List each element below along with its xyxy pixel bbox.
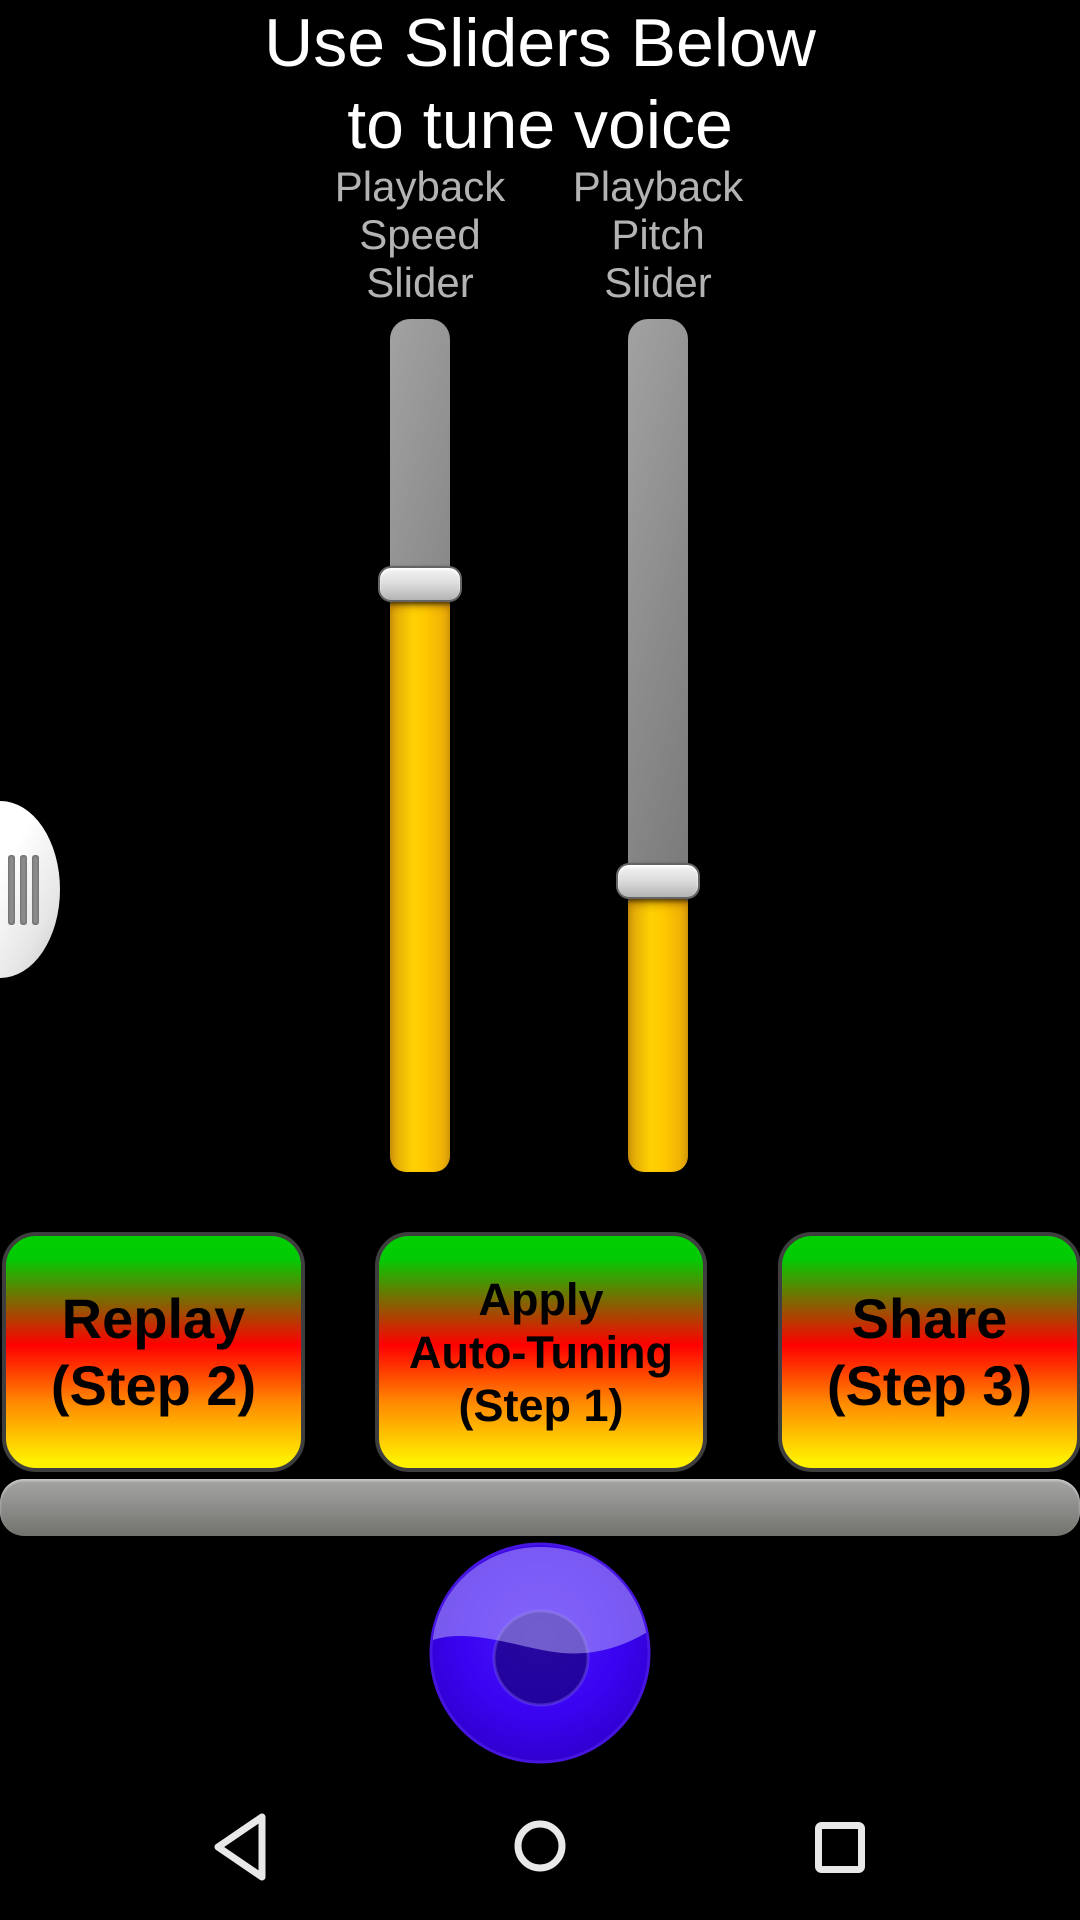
- apply-button-line3: (Step 1): [458, 1379, 624, 1431]
- drawer-grip-icon: [8, 855, 15, 925]
- nav-recents-icon[interactable]: [814, 1821, 866, 1874]
- pitch-slider[interactable]: [616, 319, 700, 1172]
- drawer-grip-icon: [32, 855, 39, 925]
- share-button-line1: Share: [851, 1287, 1008, 1350]
- replay-button-line2: (Step 2): [50, 1354, 257, 1417]
- divider-bar: [0, 1479, 1080, 1536]
- pitch-label-line2: Pitch: [611, 211, 705, 258]
- share-button-line2: (Step 3): [826, 1354, 1033, 1417]
- record-button-gloss: [432, 1547, 648, 1654]
- apply-auto-tuning-button[interactable]: Apply Auto-Tuning (Step 1): [375, 1232, 707, 1472]
- speed-label-line3: Slider: [366, 259, 474, 306]
- speed-slider-fill: [390, 600, 450, 1172]
- page-title: Use Sliders Below to tune voice: [0, 2, 1080, 166]
- speed-slider-thumb[interactable]: [378, 566, 462, 603]
- pitch-slider-thumb[interactable]: [616, 863, 700, 900]
- drawer-handle[interactable]: [0, 801, 60, 978]
- pitch-label-line1: Playback: [572, 163, 744, 210]
- replay-button-line1: Replay: [61, 1287, 246, 1350]
- pitch-slider-label: Playback Pitch Slider: [508, 163, 808, 307]
- speed-slider-label: Playback Speed Slider: [270, 163, 570, 307]
- apply-button-line1: Apply: [478, 1273, 604, 1325]
- replay-button[interactable]: Replay (Step 2): [2, 1232, 305, 1472]
- record-button[interactable]: [428, 1541, 652, 1765]
- speed-slider[interactable]: [378, 319, 462, 1172]
- nav-back-icon[interactable]: [212, 1812, 270, 1882]
- pitch-slider-fill: [628, 899, 688, 1172]
- pitch-label-line3: Slider: [604, 259, 712, 306]
- page-title-line2: to tune voice: [347, 87, 733, 163]
- page-title-line1: Use Sliders Below: [264, 5, 816, 81]
- speed-label-line2: Speed: [359, 211, 481, 258]
- nav-home-icon[interactable]: [512, 1818, 568, 1874]
- apply-button-line2: Auto-Tuning: [408, 1326, 674, 1378]
- share-button[interactable]: Share (Step 3): [778, 1232, 1080, 1472]
- drawer-grip-icon: [20, 855, 27, 925]
- speed-label-line1: Playback: [334, 163, 506, 210]
